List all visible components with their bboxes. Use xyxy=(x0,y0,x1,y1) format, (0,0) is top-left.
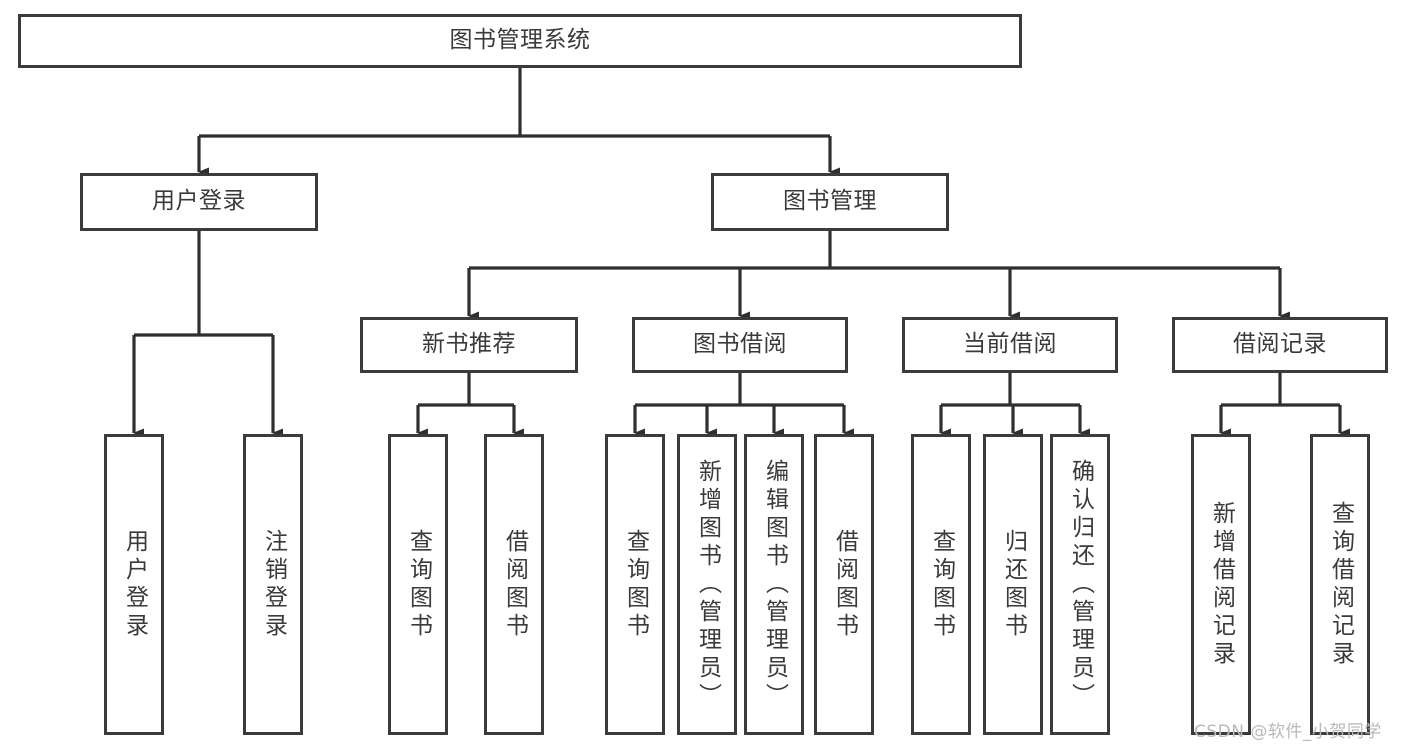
node-label: 编辑图书（管理员） xyxy=(761,458,788,711)
node-label: 新书推荐 xyxy=(422,331,516,358)
node-label: 借阅图书 xyxy=(501,528,528,641)
node-leaf3[interactable]: 查询图书 xyxy=(388,434,448,735)
node-label: 用户登录 xyxy=(152,188,246,215)
node-leaf5[interactable]: 查询图书 xyxy=(605,434,665,735)
node-leaf10[interactable]: 归还图书 xyxy=(983,434,1043,735)
node-l2c[interactable]: 当前借阅 xyxy=(902,317,1118,373)
node-label: 图书借阅 xyxy=(693,331,787,358)
node-label: 查询图书 xyxy=(622,528,649,641)
node-label: 借阅图书 xyxy=(831,528,858,641)
node-label: 用户登录 xyxy=(121,528,148,641)
csdn-watermark: CSDN @软件_小贺同学 xyxy=(1194,722,1382,742)
node-root[interactable]: 图书管理系统 xyxy=(18,14,1022,68)
node-leaf6[interactable]: 新增图书（管理员） xyxy=(677,434,737,735)
node-leaf4[interactable]: 借阅图书 xyxy=(484,434,544,735)
node-label: 确认归还（管理员） xyxy=(1067,458,1094,711)
node-label: 借阅记录 xyxy=(1233,331,1327,358)
node-label: 查询借阅记录 xyxy=(1327,500,1354,669)
node-l1a[interactable]: 用户登录 xyxy=(80,173,318,231)
node-leaf12[interactable]: 新增借阅记录 xyxy=(1191,434,1251,735)
node-leaf11[interactable]: 确认归还（管理员） xyxy=(1050,434,1110,735)
node-l2b[interactable]: 图书借阅 xyxy=(632,317,848,373)
node-label: 注销登录 xyxy=(260,528,287,641)
node-label: 图书管理 xyxy=(783,188,877,215)
node-leaf8[interactable]: 借阅图书 xyxy=(814,434,874,735)
node-label: 查询图书 xyxy=(405,528,432,641)
node-leaf13[interactable]: 查询借阅记录 xyxy=(1310,434,1370,735)
node-l2a[interactable]: 新书推荐 xyxy=(360,317,578,373)
node-label: 新增借阅记录 xyxy=(1208,500,1235,669)
node-label: 新增图书（管理员） xyxy=(694,458,721,711)
node-leaf1[interactable]: 用户登录 xyxy=(104,434,164,735)
node-l1b[interactable]: 图书管理 xyxy=(711,173,949,231)
node-label: 当前借阅 xyxy=(963,331,1057,358)
node-leaf9[interactable]: 查询图书 xyxy=(911,434,971,735)
node-label: 图书管理系统 xyxy=(449,27,591,54)
node-label: 查询图书 xyxy=(928,528,955,641)
node-label: 归还图书 xyxy=(1000,528,1027,641)
node-leaf2[interactable]: 注销登录 xyxy=(243,434,303,735)
node-l2d[interactable]: 借阅记录 xyxy=(1172,317,1388,373)
node-leaf7[interactable]: 编辑图书（管理员） xyxy=(744,434,804,735)
